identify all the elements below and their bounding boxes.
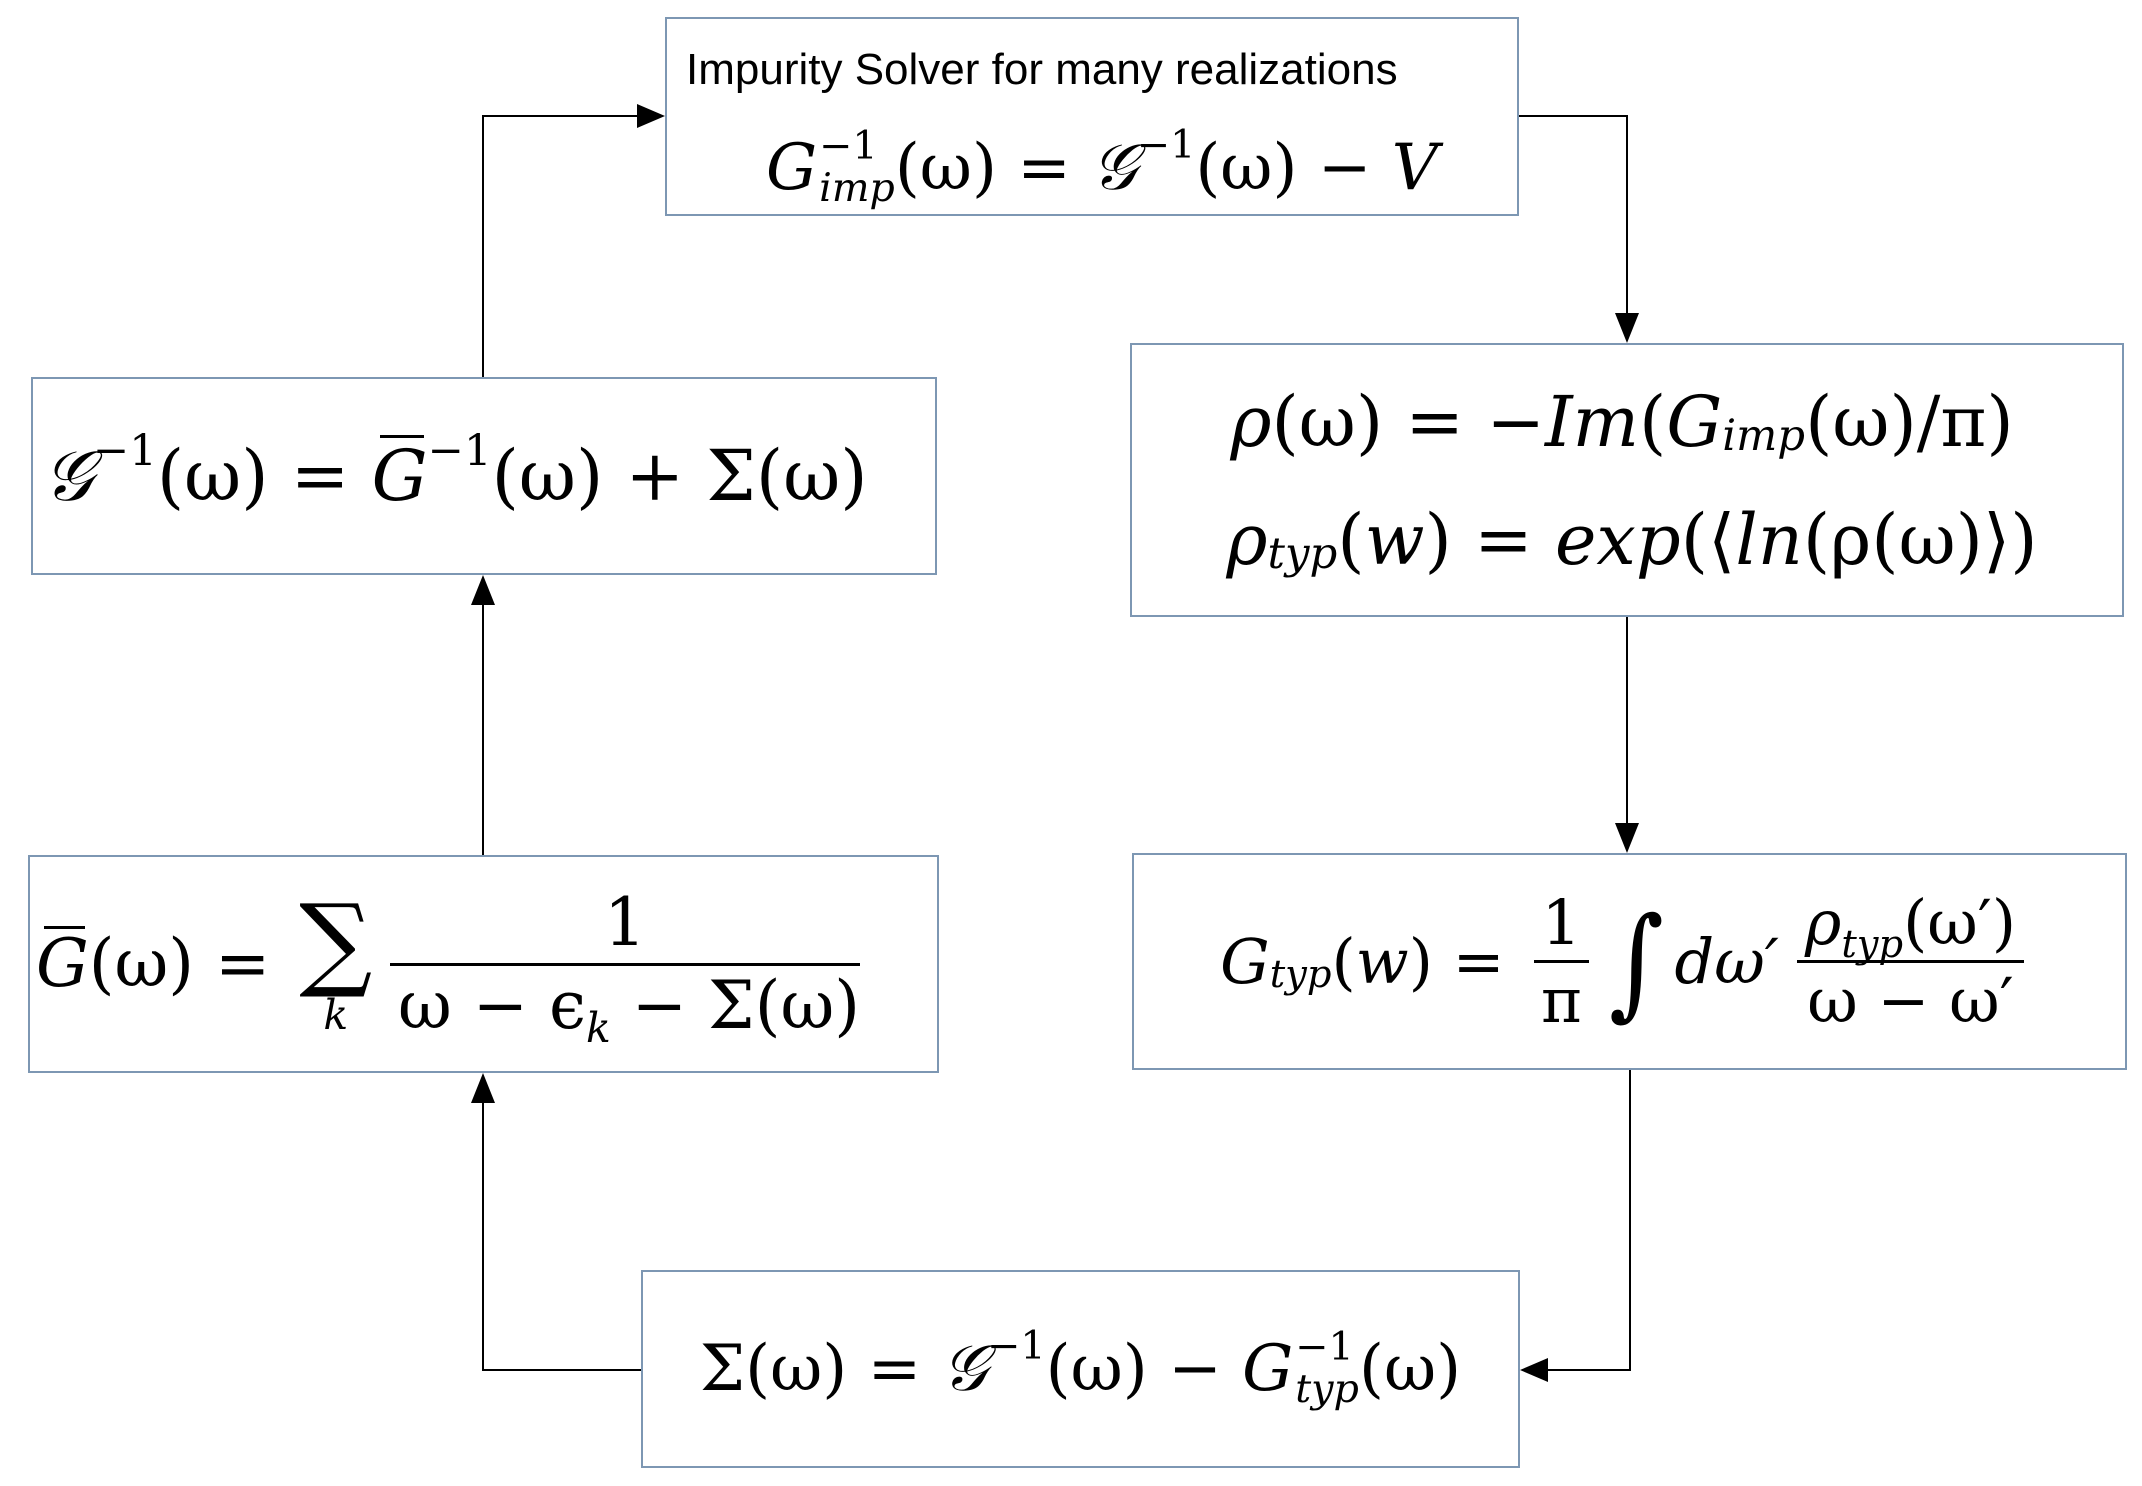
- lattice-green-function-equation: G (ω) = ∑ k 1 ω − ϵk − Σ(ω): [30, 857, 937, 1071]
- eq-text: (ω) =: [88, 925, 292, 1002]
- eq-text: (ω) =: [894, 130, 1092, 205]
- fraction-denominator: ω − ω′: [1797, 960, 2024, 1033]
- eq-text: ) =: [1424, 499, 1555, 581]
- eq-text: (: [1337, 499, 1365, 581]
- density-of-states-box: ρ (ω) = − Im ( G imp (ω)/π) ρ typ ( w ) …: [1130, 343, 2124, 617]
- fraction: ρtyp(ω′) ω − ω′: [1797, 890, 2024, 1033]
- arrow-impurity-to-dos: [1519, 115, 1628, 320]
- eq-symbol: 𝒢: [43, 435, 93, 517]
- arrow-head-gbar: [471, 1073, 495, 1103]
- eq-supsub: −1 imp: [819, 123, 895, 211]
- arrow-gtyp-to-self-energy: [1545, 1070, 1631, 1371]
- eq-symbol: G: [36, 925, 89, 1002]
- eq-text: (ω) −: [1045, 1332, 1243, 1406]
- eq-sup: −1: [819, 123, 878, 169]
- impurity-solver-box: Impurity Solver for many realizations G …: [665, 17, 1519, 216]
- eq-text: − Σ(ω): [610, 966, 861, 1044]
- eq-symbol: w: [1355, 924, 1409, 998]
- summation: ∑ k: [299, 883, 373, 1039]
- typical-dos-equation: ρ typ ( w ) = exp (⟨ ln (ρ(ω)⟩): [1132, 499, 2122, 581]
- eq-symbol: G: [1666, 381, 1723, 463]
- eq-symbol: ρ: [1226, 499, 1268, 581]
- eq-symbol: 𝒢: [1091, 130, 1137, 205]
- fraction: 1 π: [1533, 885, 1590, 1033]
- arrow-head-impurity: [637, 104, 665, 128]
- impurity-solver-title: Impurity Solver for many realizations: [686, 45, 1398, 94]
- eq-text: ) =: [1408, 924, 1525, 998]
- eq-text: (ρ(ω)⟩): [1802, 499, 2038, 581]
- arrow-cavity-to-impurity: [482, 115, 640, 377]
- fraction-numerator: 1: [1541, 885, 1582, 959]
- eq-symbol: 𝒢: [941, 1332, 988, 1406]
- arrow-self-energy-to-gbar: [482, 1098, 641, 1371]
- impurity-green-function-equation: G −1 imp (ω) = 𝒢 −1 (ω) − V: [667, 122, 1517, 211]
- eq-text: (: [1639, 381, 1667, 463]
- eq-text: (ω′): [1903, 885, 2017, 959]
- sum-index: k: [323, 990, 349, 1039]
- typical-green-function-equation: G typ ( w ) = 1 π ∫ dω′ ρtyp(ω′) ω − ω′: [1134, 855, 2125, 1068]
- eq-sub: typ: [1267, 529, 1338, 580]
- integral-symbol: ∫: [1609, 890, 1664, 1032]
- eq-text: (: [1331, 924, 1356, 998]
- eq-sup: −1: [1136, 122, 1196, 169]
- eq-symbol: Im: [1544, 381, 1640, 463]
- sum-symbol: ∑: [299, 883, 373, 1003]
- eq-symbol: w: [1364, 499, 1425, 581]
- cavity-green-function-equation: 𝒢 −1 (ω) = G −1 (ω) + Σ(ω): [33, 379, 935, 573]
- arrow-head-gtyp: [1615, 823, 1639, 853]
- eq-text: (ω): [1358, 1332, 1462, 1406]
- eq-text: (ω) = −: [1271, 381, 1545, 463]
- eq-text: Σ(ω) =: [699, 1332, 942, 1406]
- arrow-head-dos: [1615, 313, 1639, 343]
- eq-symbol: ρ: [1804, 885, 1842, 959]
- eq-text: ω − ϵ: [397, 966, 586, 1044]
- eq-sub: typ: [1841, 922, 1904, 968]
- eq-symbol: G: [1242, 1332, 1294, 1406]
- arrow-head-cavity: [471, 575, 495, 605]
- eq-symbol: ρ: [1230, 381, 1272, 463]
- fraction: 1 ω − ϵk − Σ(ω): [390, 883, 861, 1050]
- eq-sub: typ: [1295, 1365, 1359, 1412]
- typical-green-function-box: G typ ( w ) = 1 π ∫ dω′ ρtyp(ω′) ω − ω′: [1132, 853, 2127, 1070]
- eq-text: (ω) + Σ(ω): [491, 435, 868, 517]
- eq-sup: −1: [92, 426, 157, 477]
- cavity-green-function-box: 𝒢 −1 (ω) = G −1 (ω) + Σ(ω): [31, 377, 937, 575]
- self-energy-equation: Σ(ω) = 𝒢 −1 (ω) − G −1 typ (ω): [643, 1272, 1518, 1466]
- eq-symbol: G: [766, 130, 818, 205]
- eq-supsub: −1 typ: [1295, 1328, 1359, 1409]
- fraction-denominator: ω − ϵk − Σ(ω): [390, 962, 861, 1050]
- eq-sub: k: [586, 1004, 611, 1053]
- self-energy-box: Σ(ω) = 𝒢 −1 (ω) − G −1 typ (ω): [641, 1270, 1520, 1468]
- fraction-numerator: 1: [604, 883, 647, 961]
- eq-symbol: G: [371, 435, 428, 517]
- eq-symbol: V: [1391, 130, 1438, 205]
- eq-symbol: G: [1220, 924, 1270, 998]
- eq-sup: −1: [987, 1323, 1046, 1370]
- eq-sub: imp: [819, 164, 895, 211]
- eq-sub: typ: [1269, 951, 1332, 997]
- eq-text: (ω) =: [156, 435, 372, 517]
- eq-symbol: exp: [1554, 499, 1681, 581]
- eq-sub: imp: [1722, 411, 1806, 462]
- fraction-numerator: ρtyp(ω′): [1797, 890, 2023, 965]
- fraction-denominator: π: [1533, 960, 1590, 1033]
- eq-sup: −1: [427, 426, 492, 477]
- eq-text: (ω) −: [1195, 130, 1392, 205]
- eq-sup: −1: [1295, 1324, 1354, 1371]
- local-dos-equation: ρ (ω) = − Im ( G imp (ω)/π): [1132, 381, 2122, 463]
- arrow-head-self-energy: [1520, 1358, 1548, 1382]
- eq-text: (⟨: [1680, 499, 1736, 581]
- eq-text: dω′: [1674, 924, 1779, 998]
- lattice-green-function-box: G (ω) = ∑ k 1 ω − ϵk − Σ(ω): [28, 855, 939, 1073]
- eq-symbol: ln: [1735, 499, 1803, 581]
- eq-text: (ω)/π): [1805, 381, 2014, 463]
